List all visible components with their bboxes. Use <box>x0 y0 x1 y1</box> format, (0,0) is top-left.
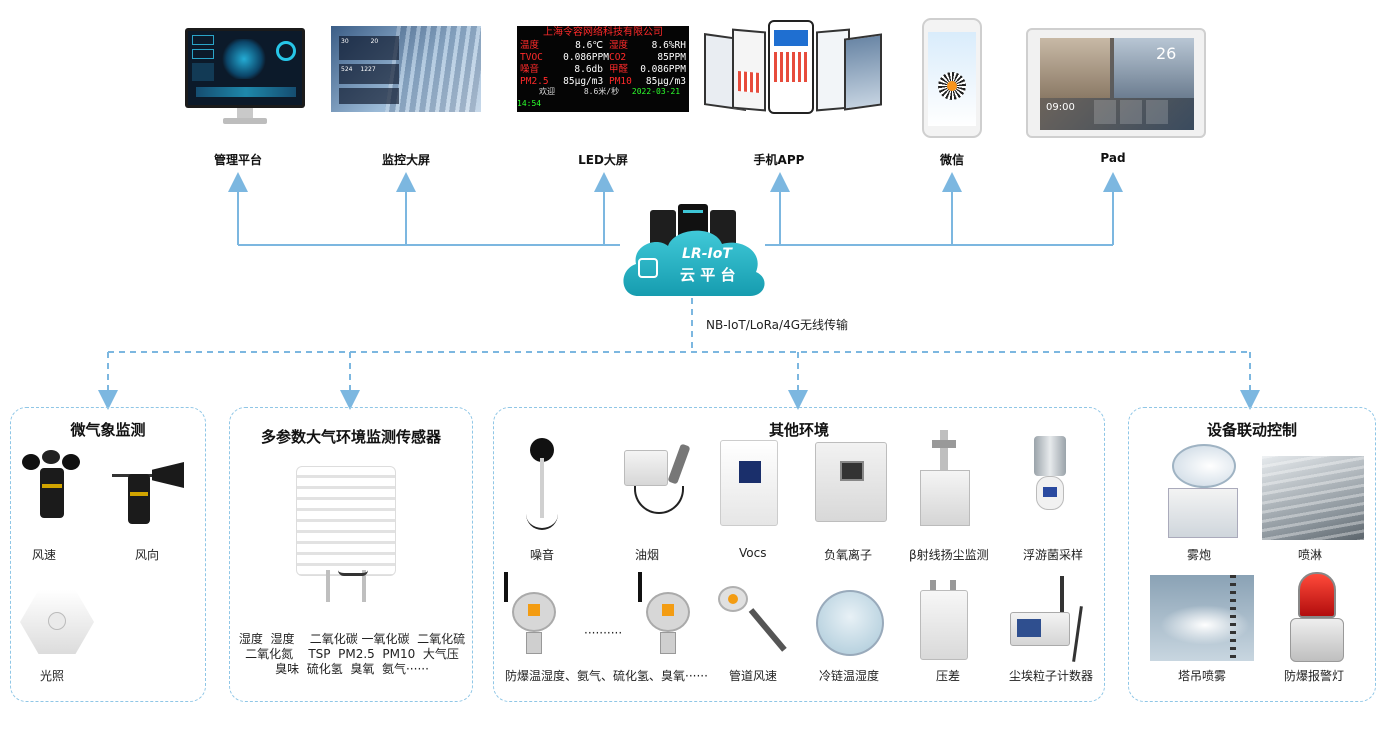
label-management-platform: 管理平台 <box>213 153 262 167</box>
led-row: 温度 8.6℃ 湿度 8.6%RH <box>517 40 689 52</box>
fog-cannon-device <box>1160 444 1242 540</box>
oil-fume-sensor-device <box>620 440 700 520</box>
led-footer-speed: 8.6米/秒 <box>583 87 620 96</box>
monitor-value-4: 1227 <box>360 66 376 73</box>
differential-pressure-device <box>920 580 968 660</box>
anemometer-device <box>22 450 82 530</box>
led-cell: 85μg/m3 <box>645 76 686 87</box>
monitor-value-1: 30 <box>341 38 349 45</box>
beta-ray-dust-device <box>920 430 970 528</box>
led-cell: TVOC <box>520 52 543 63</box>
explosion-proof-detector-device <box>502 572 562 658</box>
label-oil-fume: 油烟 <box>635 548 660 562</box>
led-cell: CO2 <box>608 52 627 63</box>
label-spray: 喷淋 <box>1298 548 1323 562</box>
tower-crane-spray-device <box>1150 575 1254 661</box>
label-explosion-proof: 防爆温湿度、氨气、硫化氢、臭氧······ <box>505 669 708 683</box>
led-cell: PM10 <box>608 76 632 87</box>
noise-meter-device <box>522 428 562 533</box>
panel-linkage <box>1128 407 1376 702</box>
cloud-node-icon <box>638 258 658 278</box>
params-line-3: 臭味 硫化氢 臭氧 氨气······ <box>275 662 429 676</box>
light-sensor-device <box>20 590 94 654</box>
led-cell: 湿度 <box>608 40 628 51</box>
cloud-subtitle: 云 平 台 <box>680 266 736 284</box>
led-cell: 8.6db <box>574 64 603 75</box>
louvered-sensor-device <box>296 466 396 606</box>
ellipsis-dots: ·········· <box>584 626 623 640</box>
label-illumination: 光照 <box>40 669 65 683</box>
led-header: 上海令容网络科技有限公司 <box>543 27 663 38</box>
label-pipe-wind-speed: 管道风速 <box>729 669 778 683</box>
label-wechat: 微信 <box>939 153 964 167</box>
dust-particle-counter-device <box>1010 576 1094 662</box>
large-screen-icon: 30 20 524 1227 <box>331 26 481 112</box>
negative-ion-device <box>815 442 887 522</box>
cold-chain-sensor-device <box>816 590 884 656</box>
panel-other-env <box>493 407 1105 702</box>
label-negative-ion: 负氧离子 <box>824 548 873 562</box>
label-noise: 噪音 <box>530 548 555 562</box>
led-cell: 甲醛 <box>608 64 628 75</box>
led-cell: 0.086PPM <box>640 64 686 75</box>
label-cold-chain: 冷链温湿度 <box>819 669 880 683</box>
label-tower-crane-spray: 塔吊喷雾 <box>1178 669 1227 683</box>
spray-device <box>1262 456 1364 540</box>
led-footer-welcome: 欢迎 <box>539 87 555 96</box>
led-cell: 温度 <box>520 40 540 51</box>
alarm-light-device <box>1284 572 1350 664</box>
panel-multi-param-title: 多参数大气环境监测传感器 <box>260 428 441 446</box>
vocs-detector-device <box>720 440 778 526</box>
label-led-screen: LED大屏 <box>578 153 628 167</box>
label-alarm-light: 防爆报警灯 <box>1284 669 1345 683</box>
monitor-value-3: 524 <box>341 66 353 73</box>
led-row: PM2.5 85μg/m3 PM10 85μg/m3 <box>517 76 689 88</box>
cloud-platform: LR-IoT 云 平 台 <box>618 200 768 302</box>
tablet-icon: 26 09:00 <box>1026 28 1206 138</box>
label-bacteria-sampler: 浮游菌采样 <box>1023 548 1084 562</box>
label-monitor-screen: 监控大屏 <box>381 153 430 167</box>
mobile-app-icon <box>704 20 882 116</box>
led-cell: 噪音 <box>520 64 540 75</box>
panel-linkage-title: 设备联动控制 <box>1206 421 1297 439</box>
monitor-value-2: 20 <box>370 38 379 45</box>
led-cell: 8.6%RH <box>651 40 686 51</box>
label-beta-ray-dust: β射线扬尘监测 <box>909 548 989 562</box>
wechat-phone-icon <box>922 18 982 138</box>
pipe-wind-speed-device <box>712 580 792 660</box>
pad-temperature: 26 <box>1156 44 1177 63</box>
led-cell: 8.6℃ <box>575 40 603 51</box>
label-wind-speed: 风速 <box>32 548 57 562</box>
led-cell: 0.086PPM <box>563 52 609 63</box>
label-pad: Pad <box>1100 151 1126 165</box>
label-wind-direction: 风向 <box>135 548 160 562</box>
label-dust-particle-counter: 尘埃粒子计数器 <box>1009 669 1094 683</box>
panel-micro-weather <box>10 407 206 702</box>
panel-micro-weather-title: 微气象监测 <box>70 421 146 439</box>
panel-other-env-title: 其他环境 <box>768 421 829 439</box>
led-footer-date: 2022-03-21 14:54 <box>517 87 681 108</box>
params-line-1: 湿度 湿度 二氧化碳 一氧化碳 二氧化硫 <box>238 632 466 646</box>
monitor-icon <box>185 28 305 128</box>
transmission-label: NB-IoT/LoRa/4G无线传输 <box>706 318 849 332</box>
pad-time: 09:00 <box>1046 102 1075 113</box>
cloud-title: LR-IoT <box>682 246 732 262</box>
floating-bacteria-sampler-device <box>1030 436 1070 516</box>
params-line-2: 二氧化氮 TSP PM2.5 PM10 大气压 <box>245 647 459 661</box>
led-cell: 85μg/m3 <box>563 76 604 87</box>
explosion-proof-detector-device-2 <box>636 572 696 658</box>
panel-multi-param <box>229 407 473 702</box>
led-cell: PM2.5 <box>520 76 549 87</box>
wind-vane-device <box>112 460 184 530</box>
label-differential-pressure: 压差 <box>936 669 961 683</box>
label-vocs: Vocs <box>739 546 767 560</box>
label-fog-cannon: 雾炮 <box>1187 548 1212 562</box>
label-mobile-app: 手机APP <box>753 153 805 167</box>
led-cell: 85PPM <box>657 52 686 63</box>
led-row: 噪音 8.6db 甲醛 0.086PPM <box>517 64 689 76</box>
